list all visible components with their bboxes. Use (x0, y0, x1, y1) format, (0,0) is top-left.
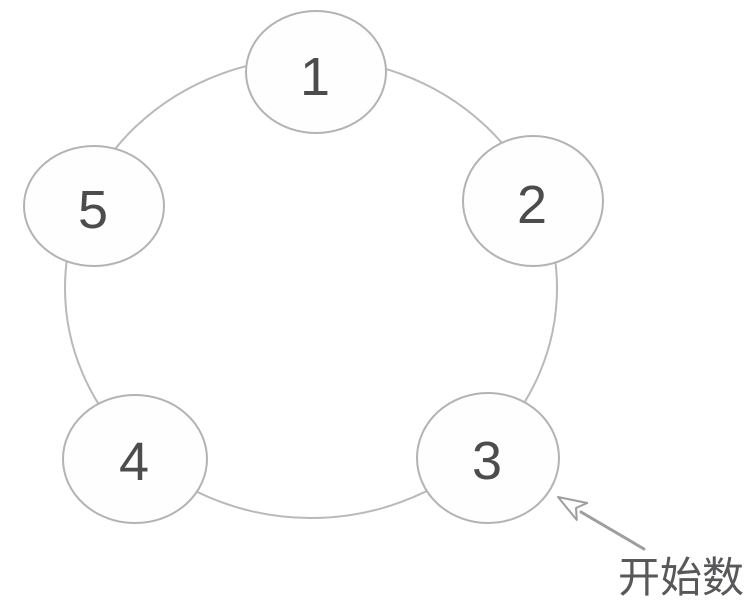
node-circle-1 (245, 10, 387, 134)
node-label-2: 2 (517, 175, 547, 235)
node-4: 4 (62, 394, 208, 524)
start-annotation-label: 开始数 (618, 554, 744, 601)
node-circle-3 (416, 392, 560, 524)
node-2: 2 (462, 135, 604, 267)
node-3: 3 (416, 392, 560, 524)
node-circle-2 (462, 135, 604, 267)
arrow-pointer-icon (557, 496, 589, 521)
node-label-5: 5 (78, 180, 108, 240)
start-arrow (557, 496, 646, 551)
node-5: 5 (23, 145, 165, 267)
node-label-3: 3 (472, 431, 502, 491)
node-1: 1 (245, 10, 387, 134)
arrow-shaft (579, 510, 646, 551)
node-label-1: 1 (300, 47, 330, 107)
node-label-4: 4 (119, 432, 149, 492)
node-circle-5 (23, 145, 165, 267)
node-circle-4 (62, 394, 208, 524)
